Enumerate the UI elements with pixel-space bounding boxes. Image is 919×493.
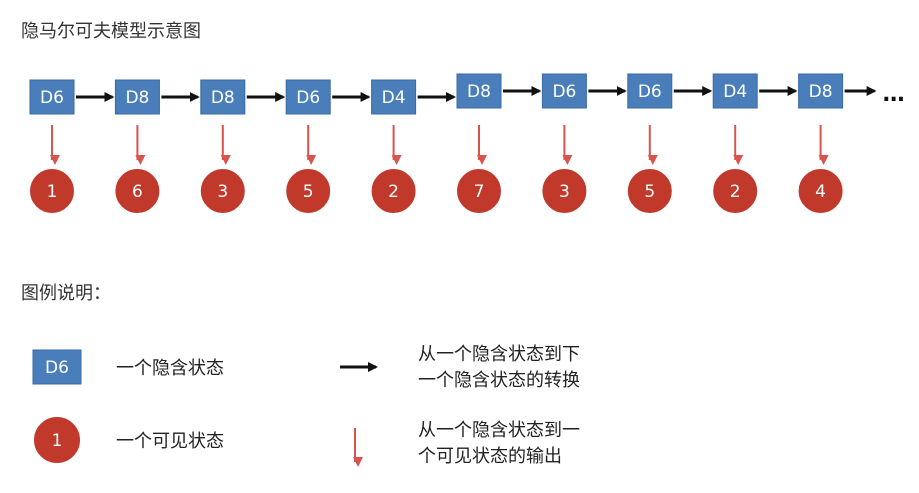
legend-observation-label: 一个可见状态 <box>116 431 224 452</box>
chain-ellipsis: … <box>883 82 905 107</box>
hidden-state-label-3: D8 <box>211 88 235 108</box>
observation-5 <box>369 167 418 215</box>
observation-1 <box>28 167 76 215</box>
hidden-state-1 <box>29 79 75 115</box>
observation-9 <box>711 167 760 215</box>
legend-transition-label-2: 一个隐含状态的转换 <box>418 370 580 391</box>
observation-label-7: 3 <box>559 182 570 202</box>
hidden-state-4 <box>285 79 331 115</box>
state-chain: D6 1 D8 6 D8 3 D6 5 D4 2 D8 7 D6 3 D6 5 D4 2 D8 4 … <box>28 73 905 215</box>
hidden-state-label-8: D6 <box>638 82 662 102</box>
observation-label-10: 4 <box>815 182 826 202</box>
observation-8 <box>625 167 674 215</box>
observation-10 <box>796 167 845 215</box>
hidden-state-5 <box>371 79 417 115</box>
legend-state-box <box>32 349 82 385</box>
observation-label-3: 3 <box>217 182 228 202</box>
legend-transition-label-1: 从一个隐含状态到下 <box>418 344 580 365</box>
page-title: 隐马尔可夫模型示意图 <box>21 21 201 42</box>
observation-7 <box>540 167 589 215</box>
hidden-state-label-6: D8 <box>467 82 491 102</box>
observation-label-2: 6 <box>132 182 143 202</box>
legend-state-label: 一个隐含状态 <box>116 358 224 379</box>
observation-label-6: 7 <box>474 182 485 202</box>
hidden-state-3 <box>200 79 246 115</box>
legend-observation-text: 1 <box>52 431 63 451</box>
observation-label-8: 5 <box>644 182 655 202</box>
hidden-state-label-1: D6 <box>40 88 64 108</box>
observation-label-4: 5 <box>303 182 314 202</box>
legend-observation-circle <box>32 415 82 465</box>
hidden-state-label-5: D4 <box>382 88 406 108</box>
observation-label-1: 1 <box>47 182 58 202</box>
legend: D6 一个隐含状态 从一个隐含状态到下 一个隐含状态的转换 1 一个可见状态 从… <box>32 344 580 467</box>
hidden-state-10 <box>798 73 844 109</box>
hidden-state-2 <box>114 79 160 115</box>
hidden-state-6 <box>456 73 502 109</box>
observation-4 <box>284 167 333 215</box>
observation-label-9: 2 <box>730 182 741 202</box>
hidden-state-9 <box>712 73 758 109</box>
hidden-state-label-7: D6 <box>552 82 576 102</box>
hidden-state-8 <box>627 73 673 109</box>
observation-6 <box>455 167 503 215</box>
hidden-state-label-4: D6 <box>296 88 320 108</box>
observation-2 <box>113 167 162 215</box>
legend-title: 图例说明： <box>21 283 111 304</box>
observation-3 <box>198 167 247 215</box>
hidden-state-label-9: D4 <box>723 82 747 102</box>
hidden-state-7 <box>541 73 587 109</box>
observation-label-5: 2 <box>388 182 399 202</box>
legend-emission-label-1: 从一个隐含状态到一 <box>418 420 580 441</box>
hidden-state-label-2: D8 <box>125 88 149 108</box>
hidden-state-label-10: D8 <box>809 82 833 102</box>
legend-state-text: D6 <box>45 358 69 378</box>
legend-emission-label-2: 个可见状态的输出 <box>418 446 562 467</box>
